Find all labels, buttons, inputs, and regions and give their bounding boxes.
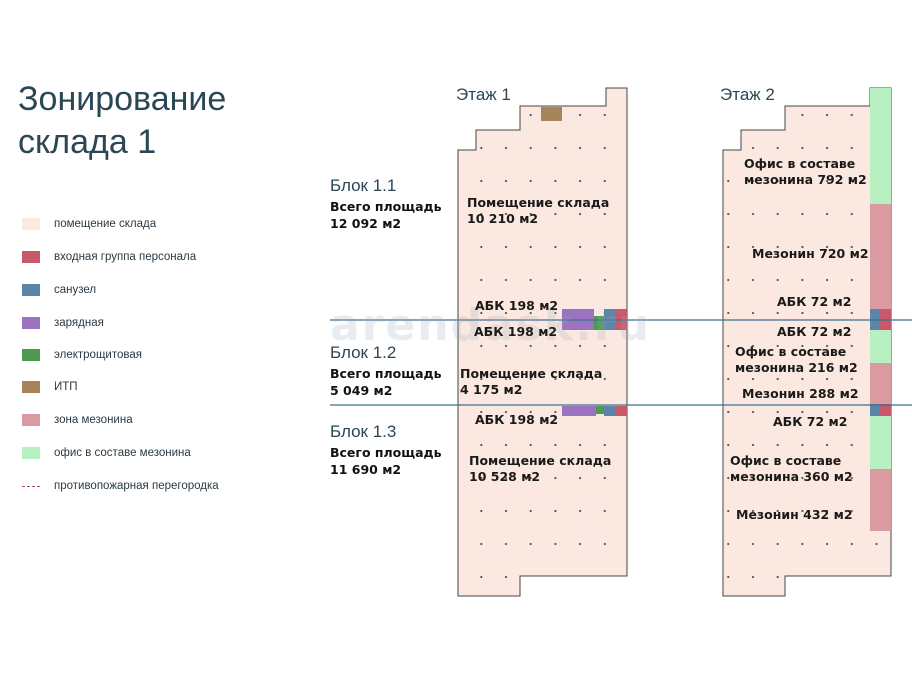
legend-item-charging: зарядная xyxy=(22,313,262,333)
wc-room-2 xyxy=(604,406,616,416)
zone-area: мезонина 216 м2 xyxy=(735,360,858,375)
block-name: Блок 1.1 xyxy=(330,176,397,195)
zone-area: 10 210 м2 xyxy=(467,211,539,226)
office-strip-3 xyxy=(870,416,891,469)
f1-abk-3-label: АБК 198 м2 xyxy=(475,412,559,427)
f2-abk-1-label: АБК 72 м2 xyxy=(777,294,852,309)
block-area-value: 11 690 м2 xyxy=(330,462,402,477)
charging-room-2 xyxy=(562,406,596,416)
f2-office-2-label: Офис в составе мезонина 216 м2 xyxy=(735,344,858,376)
mezzanine-strip-1 xyxy=(870,204,891,309)
title-line-2: склада 1 xyxy=(18,123,157,161)
block-area-label: Всего площадь xyxy=(330,199,442,214)
watermark: arendask.ru xyxy=(330,300,651,351)
floor-1-title: Этаж 1 xyxy=(456,85,511,104)
f1-warehouse-1-label: Помещение склада 10 210 м2 xyxy=(467,195,609,227)
f1-warehouse-2-label: Помещение склада 4 175 м2 xyxy=(460,366,602,398)
legend-swatch-charging xyxy=(22,317,40,329)
block-area-label: Всего площадь xyxy=(330,445,442,460)
legend-item-mezzanine: зона мезонина xyxy=(22,410,262,430)
f2-mezzanine-1-label: Мезонин 720 м2 xyxy=(752,246,869,261)
block-name: Блок 1.2 xyxy=(330,343,397,362)
floor-2-title: Этаж 2 xyxy=(720,85,775,104)
f2-mezzanine-2-label: Мезонин 288 м2 xyxy=(742,386,859,401)
legend-swatch-mezzanine xyxy=(22,414,40,426)
zone-name: Офис в составе xyxy=(735,344,847,359)
itp-room xyxy=(541,107,562,121)
zone-name: Помещение склада xyxy=(460,366,603,381)
f1-abk-2-label: АБК 198 м2 xyxy=(474,324,558,339)
mezzanine-strip-3 xyxy=(870,469,891,531)
legend-label: электрощитовая xyxy=(54,349,142,361)
f2-office-1-label: Офис в составе мезонина 792 м2 xyxy=(744,156,867,188)
f2-abk-3-label: АБК 72 м2 xyxy=(773,414,848,429)
entry-room-f2-2 xyxy=(880,404,891,416)
block-area-label: Всего площадь xyxy=(330,366,442,381)
legend-swatch-warehouse xyxy=(22,218,40,230)
floor-1-plan xyxy=(457,87,628,597)
legend-swatch-office xyxy=(22,447,40,459)
f1-warehouse-3-label: Помещение склада 10 528 м2 xyxy=(469,453,611,485)
legend-label: санузел xyxy=(54,284,97,296)
zone-name: Помещение склада xyxy=(469,453,612,468)
block-name: Блок 1.3 xyxy=(330,422,397,441)
floor-2-plan xyxy=(722,87,892,597)
f2-office-3-label: Офис в составе мезонина 360 м2 xyxy=(730,453,853,485)
block-info-1-1: Блок 1.1 Всего площадь 12 092 м2 xyxy=(330,176,455,232)
legend-swatch-electrical xyxy=(22,349,40,361)
legend-label: ИТП xyxy=(54,381,78,393)
office-strip-1 xyxy=(870,88,891,204)
legend-item-warehouse: помещение склада xyxy=(22,214,262,234)
legend-item-entry: входная группа персонала xyxy=(22,247,262,267)
legend-label: зона мезонина xyxy=(54,414,133,426)
legend-swatch-wc xyxy=(22,284,40,296)
page-title: Зонирование склада 1 xyxy=(18,78,318,164)
block-area-value: 12 092 м2 xyxy=(330,216,402,231)
floor-2-dot-grid xyxy=(723,88,891,596)
zone-area: мезонина 792 м2 xyxy=(744,172,867,187)
legend-label: помещение склада xyxy=(54,218,157,230)
legend-swatch-firewall xyxy=(22,485,40,487)
title-line-1: Зонирование xyxy=(18,80,227,118)
legend-item-firewall: противопожарная перегородка xyxy=(22,476,262,496)
legend-label: входная группа персонала xyxy=(54,251,197,263)
mezzanine-strip-2 xyxy=(870,363,891,404)
legend-label: офис в составе мезонина xyxy=(54,447,191,459)
zone-area: мезонина 360 м2 xyxy=(730,469,853,484)
zone-name: Помещение склада xyxy=(467,195,610,210)
floor-1-dot-grid xyxy=(458,88,627,596)
block-area-value: 5 049 м2 xyxy=(330,383,393,398)
f2-abk-2-label: АБК 72 м2 xyxy=(777,324,852,339)
block-info-1-3: Блок 1.3 Всего площадь 11 690 м2 xyxy=(330,422,455,478)
legend-item-wc: санузел xyxy=(22,280,262,300)
office-strip-2 xyxy=(870,330,891,363)
f1-abk-1-label: АБК 198 м2 xyxy=(475,298,559,313)
wc-room-f2-2 xyxy=(870,404,880,416)
legend-item-office: офис в составе мезонина xyxy=(22,443,262,463)
zone-area: 10 528 м2 xyxy=(469,469,541,484)
legend-label: зарядная xyxy=(54,317,104,329)
legend-swatch-itp xyxy=(22,381,40,393)
electrical-room-1 xyxy=(594,316,604,330)
zone-area: 4 175 м2 xyxy=(460,382,523,397)
block-info-1-2: Блок 1.2 Всего площадь 5 049 м2 xyxy=(330,343,455,399)
zone-name: Офис в составе xyxy=(744,156,856,171)
electrical-room-2 xyxy=(596,406,604,414)
legend-swatch-entry xyxy=(22,251,40,263)
legend-item-itp: ИТП xyxy=(22,377,262,397)
entry-room-2 xyxy=(616,406,627,416)
legend-item-electrical: электрощитовая xyxy=(22,345,262,365)
zone-name: Офис в составе xyxy=(730,453,842,468)
legend-label: противопожарная перегородка xyxy=(54,480,219,492)
f2-mezzanine-3-label: Мезонин 432 м2 xyxy=(736,507,853,522)
